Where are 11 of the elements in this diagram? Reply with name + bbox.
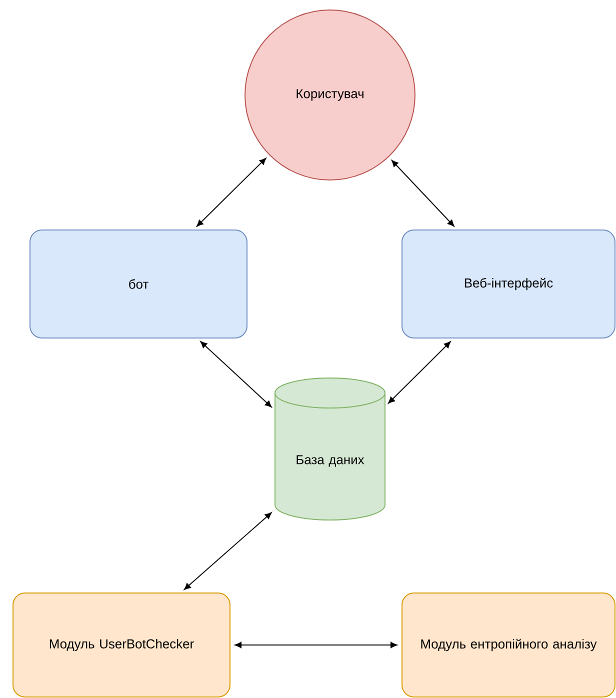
database-cylinder: База даних bbox=[274, 378, 386, 520]
module-box: Модуль ентропійного аналізу bbox=[402, 592, 616, 698]
process-box: Веб-інтерфейс bbox=[402, 230, 616, 338]
arrow bbox=[388, 341, 451, 404]
arrow bbox=[392, 160, 454, 227]
arrow bbox=[234, 642, 398, 648]
arrow bbox=[184, 512, 272, 590]
module-box: Модуль UserBotChecker bbox=[12, 592, 230, 698]
arrow bbox=[196, 158, 266, 227]
arrow bbox=[200, 341, 272, 408]
process-box: бот bbox=[30, 230, 248, 338]
